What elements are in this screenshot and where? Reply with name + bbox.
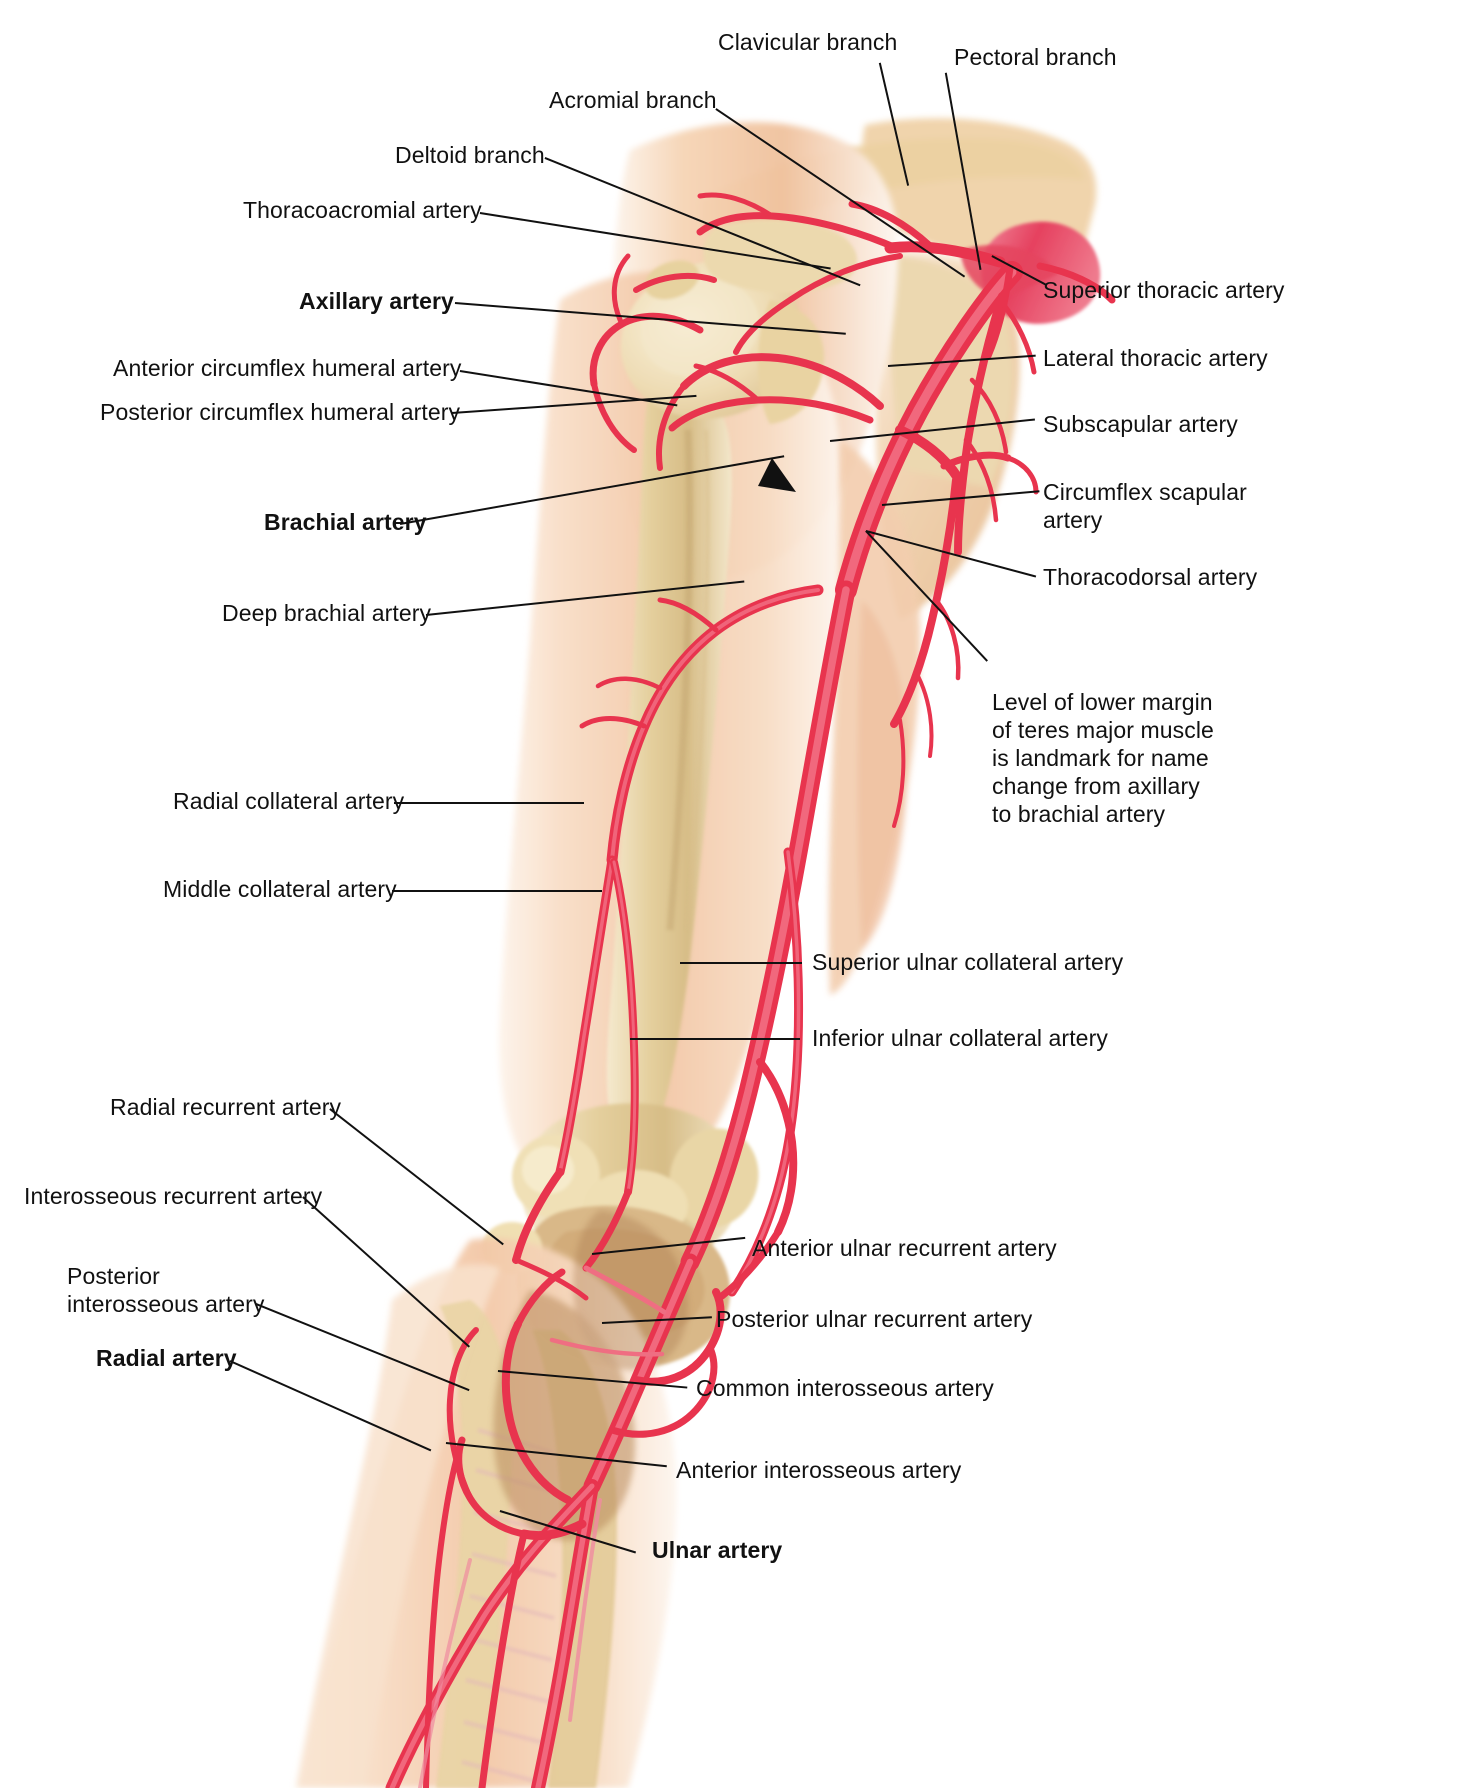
name-change-arrow <box>758 458 796 492</box>
label-inferior-ulnar-collateral-artery: Inferior ulnar collateral artery <box>812 1025 1108 1051</box>
leader-interosseous-recurrent-artery <box>302 1196 470 1348</box>
leader-superior-ulnar-collateral-artery <box>680 962 802 964</box>
label-anterior-ulnar-recurrent-artery: Anterior ulnar recurrent artery <box>752 1235 1057 1261</box>
label-teres-major-note-line1: Level of lower margin <box>992 689 1213 715</box>
label-radial-artery: Radial artery <box>96 1345 237 1371</box>
label-middle-collateral-artery: Middle collateral artery <box>163 876 397 902</box>
leader-middle-collateral-artery <box>392 890 602 892</box>
label-pectoral-branch: Pectoral branch <box>954 44 1117 70</box>
label-clavicular-branch: Clavicular branch <box>718 29 898 55</box>
leader-lateral-thoracic-artery <box>887 354 1036 367</box>
leader-teres-major-note <box>865 530 988 662</box>
label-radial-recurrent-artery: Radial recurrent artery <box>110 1094 342 1120</box>
label-superior-ulnar-collateral-artery: Superior ulnar collateral artery <box>812 949 1124 975</box>
label-teres-major-note-line2: of teres major muscle <box>992 717 1214 743</box>
leader-deep-brachial-artery <box>425 580 745 616</box>
label-teres-major-note-line5: to brachial artery <box>992 801 1166 827</box>
leader-brachial-artery <box>399 455 785 525</box>
label-deep-brachial-artery: Deep brachial artery <box>222 600 432 626</box>
leader-axillary-artery <box>454 302 846 335</box>
label-deltoid-branch: Deltoid branch <box>395 142 545 168</box>
label-posterior-interosseous-artery-line2: interosseous artery <box>67 1291 265 1317</box>
leader-subscapular-artery <box>829 418 1035 442</box>
leader-ulnar-artery <box>499 1510 637 1554</box>
leader-superior-thoracic-artery <box>991 255 1048 286</box>
label-axillary-artery: Axillary artery <box>299 288 454 314</box>
label-ulnar-artery: Ulnar artery <box>652 1537 783 1563</box>
label-lateral-thoracic-artery: Lateral thoracic artery <box>1043 345 1268 371</box>
leader-anterior-circumflex-humeral <box>459 370 678 406</box>
leader-pectoral-branch <box>945 72 982 270</box>
label-thoracoacromial-artery: Thoracoacromial artery <box>243 197 482 223</box>
label-teres-major-note-line3: is landmark for name <box>992 745 1209 771</box>
label-superior-thoracic-artery: Superior thoracic artery <box>1043 277 1285 303</box>
label-acromial-branch: Acromial branch <box>549 87 717 113</box>
label-subscapular-artery: Subscapular artery <box>1043 411 1238 437</box>
label-radial-collateral-artery: Radial collateral artery <box>173 788 405 814</box>
label-posterior-ulnar-recurrent-artery: Posterior ulnar recurrent artery <box>716 1306 1033 1332</box>
label-common-interosseous-artery: Common interosseous artery <box>696 1375 994 1401</box>
label-posterior-interosseous-artery-line1: Posterior <box>67 1263 160 1289</box>
label-thoracodorsal-artery: Thoracodorsal artery <box>1043 564 1258 590</box>
leader-common-interosseous-artery <box>497 1370 688 1389</box>
label-brachial-artery: Brachial artery <box>264 509 427 535</box>
label-anterior-interosseous-artery: Anterior interosseous artery <box>676 1457 962 1483</box>
leader-acromial-branch <box>715 108 966 278</box>
leader-deltoid-branch <box>544 157 861 286</box>
leader-inferior-ulnar-collateral-artery <box>630 1038 800 1040</box>
leader-radial-artery <box>229 1360 432 1452</box>
label-circumflex-scapular-artery-line2: artery <box>1043 507 1103 533</box>
leader-thoracoacromial-artery <box>479 212 831 270</box>
leader-anterior-interosseous-artery <box>445 1442 667 1467</box>
leader-posterior-circumflex-humeral <box>451 394 697 414</box>
label-teres-major-note-line4: change from axillary <box>992 773 1200 799</box>
leader-radial-recurrent-artery <box>329 1108 504 1245</box>
leader-anterior-ulnar-recurrent-artery <box>591 1236 746 1255</box>
leader-radial-collateral-artery <box>394 802 584 804</box>
label-interosseous-recurrent-artery: Interosseous recurrent artery <box>24 1183 323 1209</box>
label-circumflex-scapular-artery-line1: Circumflex scapular <box>1043 479 1247 505</box>
leader-thoracodorsal-artery <box>865 530 1037 578</box>
label-anterior-circumflex-humeral-artery: Anterior circumflex humeral artery <box>113 355 462 381</box>
leader-circumflex-scapular-artery <box>881 490 1040 506</box>
label-posterior-circumflex-humeral-artery: Posterior circumflex humeral artery <box>100 399 461 425</box>
leader-posterior-ulnar-recurrent-artery <box>601 1316 712 1324</box>
leader-clavicular-branch <box>879 62 910 186</box>
